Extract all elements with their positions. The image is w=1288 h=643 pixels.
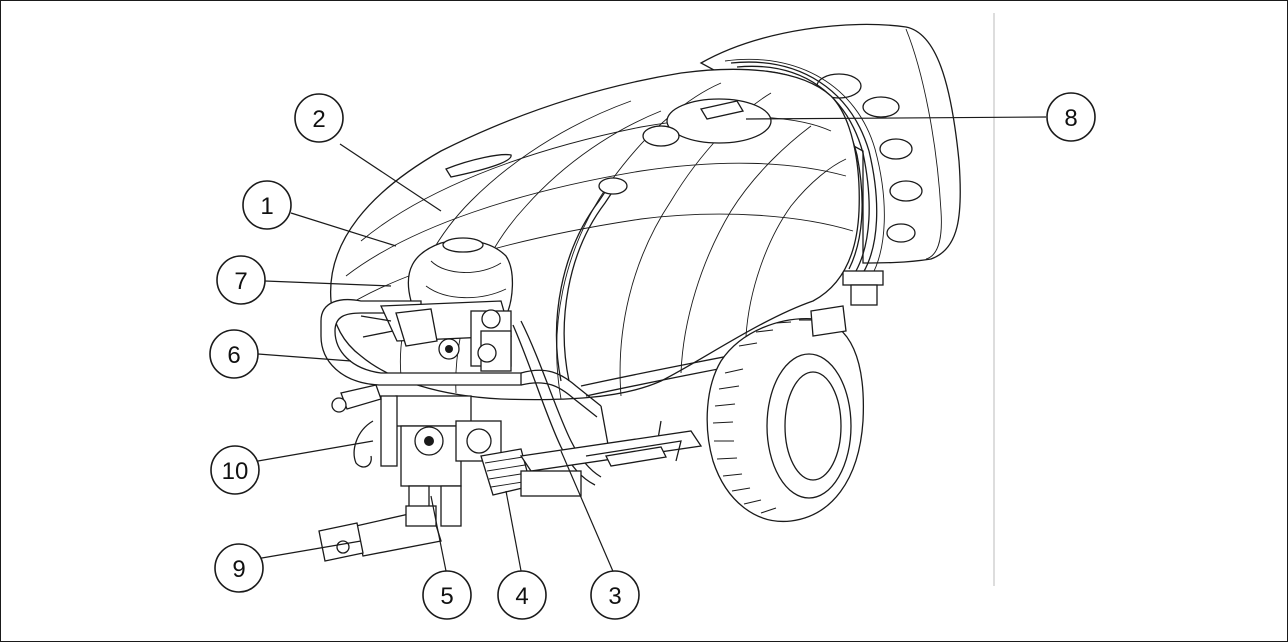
- callout-3: 3: [590, 570, 640, 620]
- callout-8-label: 8: [1064, 105, 1077, 132]
- leader-2: [339, 143, 442, 212]
- callout-10-label: 10: [222, 458, 249, 485]
- wheel: [706, 317, 865, 523]
- callout-6: 6: [209, 329, 259, 379]
- leader-7: [264, 280, 392, 287]
- chassis: [519, 430, 703, 497]
- callout-4-label: 4: [515, 583, 528, 610]
- leader-9: [255, 540, 362, 560]
- callout-6-label: 6: [227, 342, 240, 369]
- leader-1: [290, 212, 397, 247]
- callout-2: 2: [294, 93, 344, 143]
- valve-block: [360, 300, 512, 372]
- callout-10: 10: [210, 445, 260, 495]
- leader-3: [560, 450, 616, 577]
- pump-drawbar: [318, 384, 532, 562]
- leader-5: [430, 495, 448, 577]
- sprayer-illustration: [318, 23, 961, 562]
- callout-4: 4: [497, 570, 547, 620]
- callout-7: 7: [216, 255, 266, 305]
- callout-9: 9: [214, 543, 264, 593]
- callout-8: 8: [1046, 92, 1096, 142]
- front-frame: [320, 298, 840, 486]
- leader-8: [745, 116, 1047, 120]
- callout-5-label: 5: [440, 583, 453, 610]
- axle-bracket: [810, 305, 847, 337]
- leader-lines: [255, 116, 1047, 577]
- callout-1: 1: [242, 180, 292, 230]
- callout-3-label: 3: [608, 583, 621, 610]
- callouts: 2 1 7 6 10 9 5 4: [209, 92, 1096, 620]
- callout-7-label: 7: [234, 268, 247, 295]
- callout-1-label: 1: [260, 193, 273, 220]
- leader-10: [257, 440, 374, 462]
- callout-9-label: 9: [232, 556, 245, 583]
- leader-4: [505, 490, 523, 577]
- callout-2-label: 2: [312, 106, 325, 133]
- callout-5: 5: [422, 570, 472, 620]
- front-chemical-tank: [407, 237, 514, 317]
- leader-6: [257, 353, 352, 362]
